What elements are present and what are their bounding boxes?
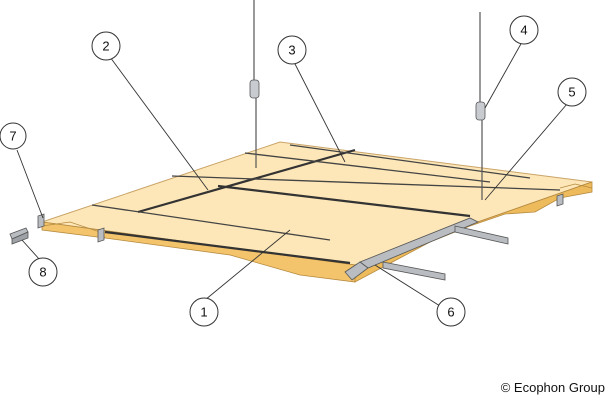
callout-label: 1: [200, 305, 207, 320]
main-runners: [104, 148, 471, 265]
callout-3: 3: [277, 35, 307, 65]
leader-line-8: [21, 239, 41, 261]
end-clip: [556, 193, 564, 207]
callout-label: 3: [288, 43, 295, 58]
cross-tee: [244, 152, 491, 183]
callout-2: 2: [91, 31, 121, 61]
loose-clip-part: [9, 227, 29, 245]
callout-label: 2: [102, 39, 109, 54]
hanger-left: [249, 0, 260, 168]
underside-profiles: [37, 193, 564, 281]
leader-line-6: [374, 264, 441, 307]
callout-6: 6: [436, 297, 466, 327]
panel-edge-rebate-right: [559, 183, 593, 189]
panel-edge-right: [354, 181, 593, 283]
hanger-right: [475, 12, 486, 200]
main-runner: [104, 230, 351, 265]
leader-line-4: [484, 41, 523, 109]
callout-label: 7: [9, 129, 16, 144]
callout-7: 7: [0, 122, 27, 150]
end-clip: [97, 227, 105, 243]
ceiling-panel-assembly: [41, 141, 593, 283]
leader-lines: [16, 41, 568, 307]
copyright-notice: © Ecophon Group: [500, 380, 605, 395]
callout-label: 4: [520, 23, 527, 38]
leader-line-7: [16, 149, 44, 219]
leader-line-2: [109, 56, 209, 191]
callout-5: 5: [557, 77, 587, 107]
leader-line-1: [204, 229, 291, 301]
callout-label: 8: [39, 265, 46, 280]
leader-line-5: [484, 103, 568, 201]
leader-line-3: [293, 61, 346, 163]
cross-tee: [289, 144, 531, 179]
hanger-clip: [249, 79, 260, 99]
edge-clip: [37, 213, 45, 229]
runner-end-profile: [344, 261, 369, 281]
cross-tee: [91, 204, 331, 241]
callout-4: 4: [509, 15, 539, 45]
cross-profile: [454, 225, 509, 245]
callout-label: 5: [568, 85, 575, 100]
callout-8: 8: [28, 257, 58, 287]
cross-profile: [382, 261, 446, 281]
hanger-clip: [475, 101, 486, 121]
main-runner: [137, 148, 356, 214]
callout-label: 6: [447, 305, 454, 320]
callout-1: 1: [189, 297, 219, 327]
main-runner: [217, 184, 471, 218]
